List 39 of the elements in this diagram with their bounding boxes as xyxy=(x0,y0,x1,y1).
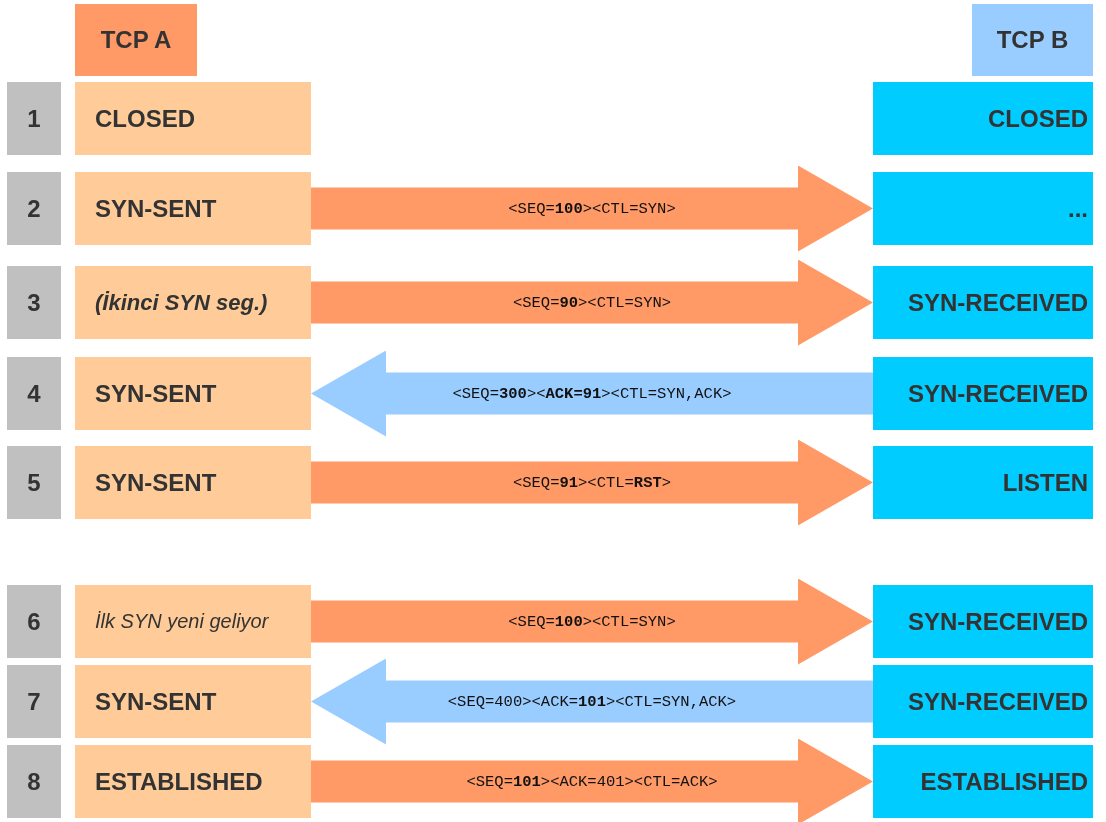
block-arrow xyxy=(311,578,873,665)
row-number: 4 xyxy=(7,357,61,430)
note-box: (İkinci SYN seg.) xyxy=(75,266,311,339)
state-box: SYN-RECEIVED xyxy=(873,665,1093,738)
state-box: SYN-SENT xyxy=(75,172,311,245)
state-box: SYN-SENT xyxy=(75,446,311,519)
edge-label: <SEQ=101><ACK=401><CTL=ACK> xyxy=(466,772,718,791)
column-header: TCP B xyxy=(972,4,1093,76)
edge-label: <SEQ=100><CTL=SYN> xyxy=(508,199,676,218)
row-number: 8 xyxy=(7,745,61,818)
block-arrow xyxy=(311,350,873,437)
block-arrow xyxy=(311,658,873,745)
row-number: 3 xyxy=(7,266,61,339)
state-box: CLOSED xyxy=(873,82,1093,155)
state-box: SYN-RECEIVED xyxy=(873,585,1093,658)
row-number: 6 xyxy=(7,585,61,658)
state-box: ESTABLISHED xyxy=(75,745,311,818)
row-number: 5 xyxy=(7,446,61,519)
state-box: SYN-RECEIVED xyxy=(873,357,1093,430)
row-number: 1 xyxy=(7,82,61,155)
state-box: SYN-RECEIVED xyxy=(873,266,1093,339)
state-box: SYN-SENT xyxy=(75,665,311,738)
block-arrow xyxy=(311,165,873,252)
edge-label: <SEQ=90><CTL=SYN> xyxy=(512,293,672,312)
edge-label: <SEQ=300><ACK=91><CTL=SYN,ACK> xyxy=(452,384,732,403)
edge-label: <SEQ=91><CTL=RST> xyxy=(512,473,672,492)
state-box: ... xyxy=(873,172,1093,245)
state-box: LISTEN xyxy=(873,446,1093,519)
note-box: İlk SYN yeni geliyor xyxy=(75,585,311,658)
block-arrow xyxy=(311,439,873,526)
edge-label: <SEQ=100><CTL=SYN> xyxy=(508,612,676,631)
block-arrow xyxy=(311,738,873,822)
state-box: SYN-SENT xyxy=(75,357,311,430)
row-number: 7 xyxy=(7,665,61,738)
state-box: CLOSED xyxy=(75,82,311,155)
column-header: TCP A xyxy=(75,4,197,76)
row-number: 2 xyxy=(7,172,61,245)
state-box: ESTABLISHED xyxy=(873,745,1093,818)
edge-label: <SEQ=400><ACK=101><CTL=SYN,ACK> xyxy=(447,692,737,711)
